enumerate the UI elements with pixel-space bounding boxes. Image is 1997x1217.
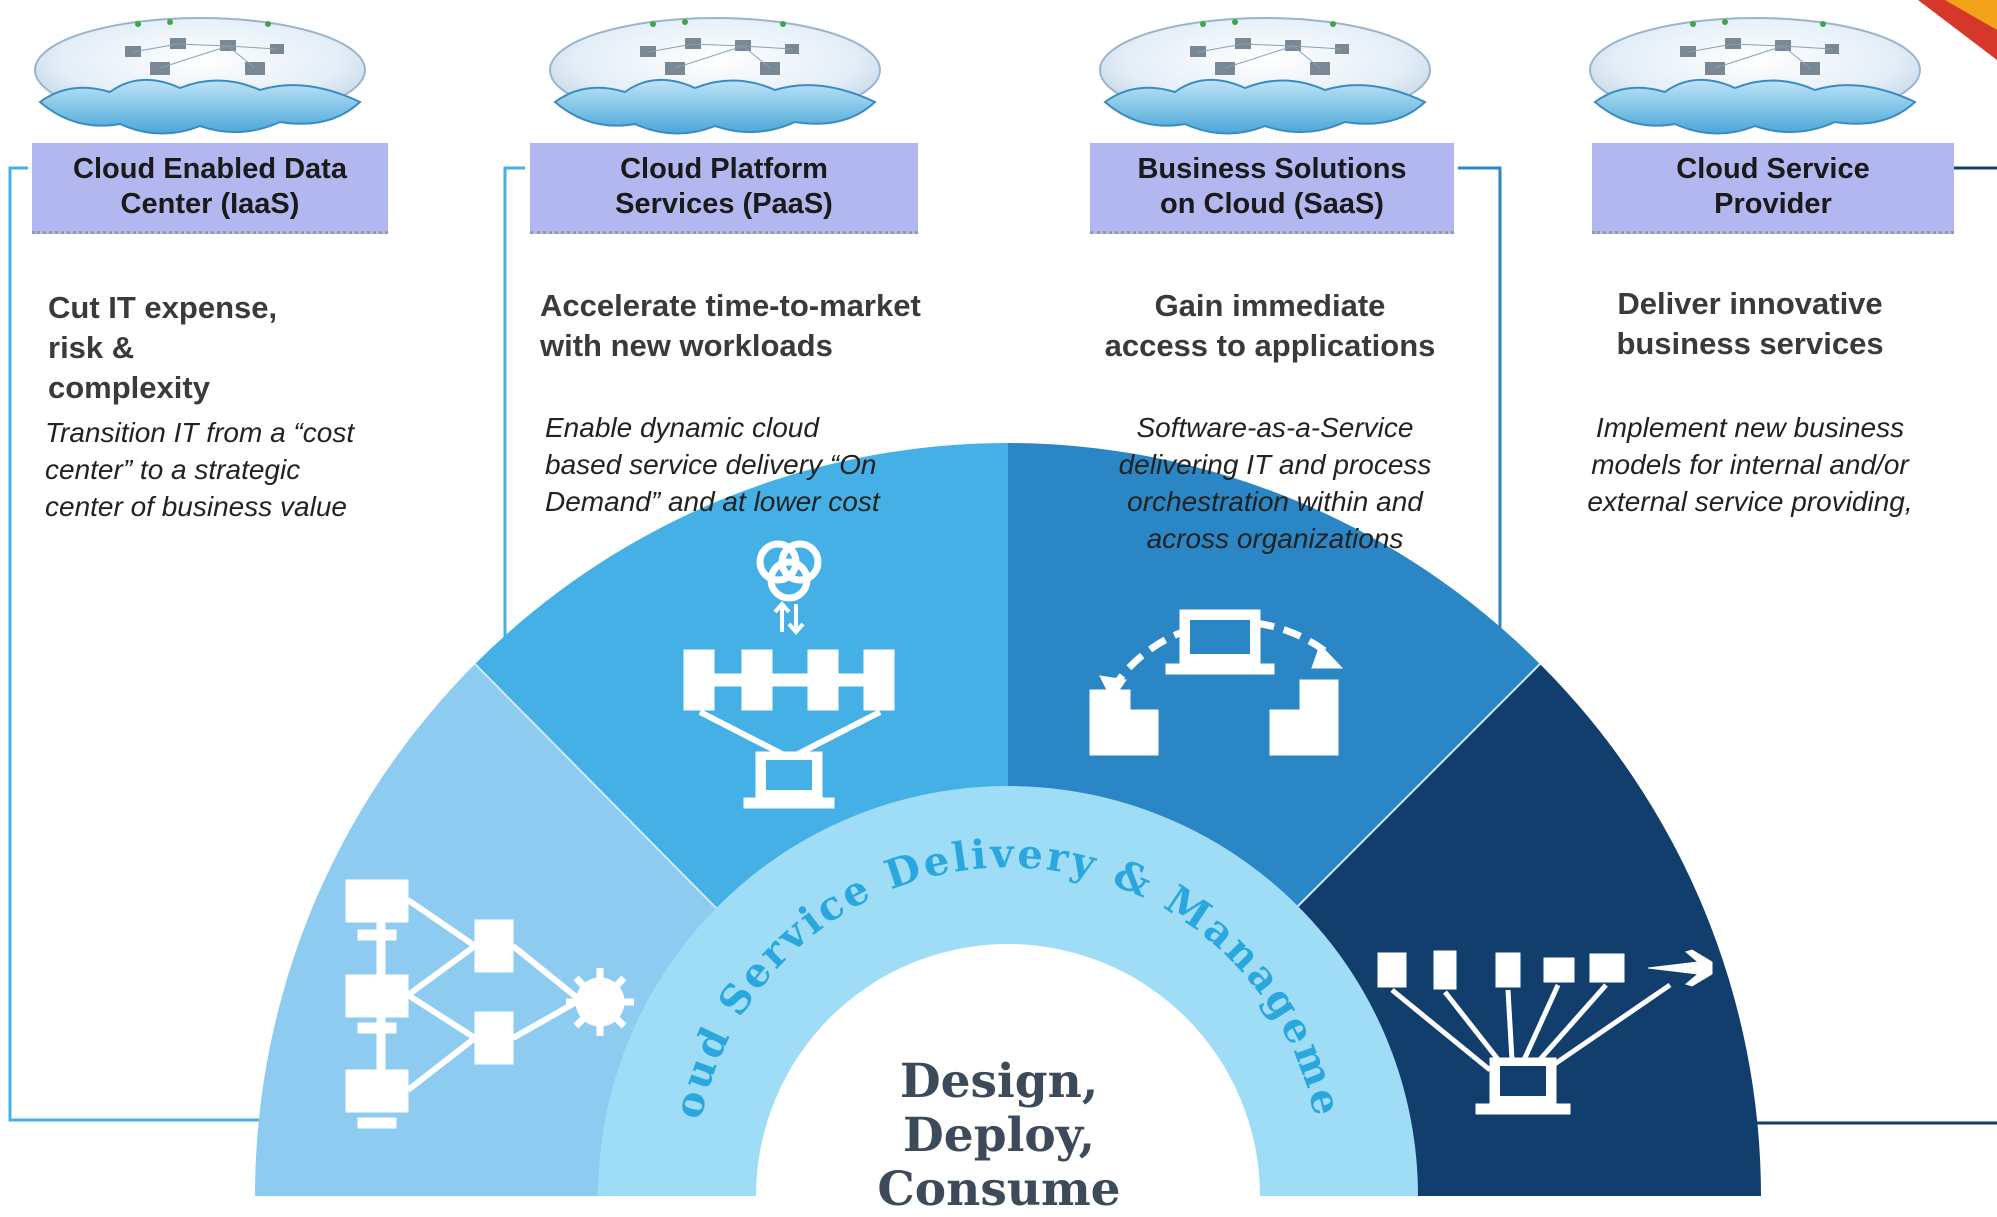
process-orchestration-icon (1089, 609, 1344, 756)
cloud-icon-3 (1099, 17, 1431, 135)
network-server-gear-icon (345, 879, 634, 1129)
label-saas-text: Business Solutions on Cloud (SaaS) (1137, 153, 1407, 220)
label-iaas: Cloud Enabled Data Center (IaaS) (32, 143, 388, 234)
inner-core (756, 944, 1260, 1196)
desc-paas: Enable dynamic cloud based service deliv… (545, 412, 880, 517)
label-paas-text: Cloud Platform Services (PaaS) (615, 153, 833, 220)
desc-iaas: Transition IT from a “cost center” to a … (45, 417, 355, 522)
bracket-2 (503, 166, 525, 640)
cloud-icon-1 (34, 17, 366, 135)
label-paas: Cloud Platform Services (PaaS) (530, 143, 918, 234)
bracket-1 (8, 166, 270, 1122)
cloud-icon-2 (549, 17, 881, 135)
headline-iaas: Cut IT expense, risk & complexity (48, 290, 278, 405)
headline-saas: Gain immediate access to applications (1104, 288, 1436, 363)
desc-provider: Implement new business models for intern… (1587, 412, 1913, 517)
label-provider: Cloud Service Provider (1592, 143, 1954, 234)
devices-laptop-icon (1377, 949, 1713, 1115)
label-iaas-text: Cloud Enabled Data Center (IaaS) (73, 153, 347, 220)
cloud-icon-4 (1589, 17, 1921, 135)
semicircle-segments (254, 442, 1761, 1196)
headline-paas: Accelerate time-to-market with new workl… (540, 288, 921, 363)
desc-saas: Software-as-a-Service delivering IT and … (1118, 412, 1432, 554)
headline-provider: Deliver innovative business services (1616, 286, 1884, 361)
center-main-text: Design, Deploy, Consume (877, 1054, 1121, 1217)
label-saas: Business Solutions on Cloud (SaaS) (1090, 143, 1454, 234)
label-provider-text: Cloud Service Provider (1676, 153, 1870, 220)
cloud-platform-icon (683, 540, 895, 809)
bracket-4 (1755, 166, 1997, 1125)
bracket-3 (1458, 166, 1502, 640)
